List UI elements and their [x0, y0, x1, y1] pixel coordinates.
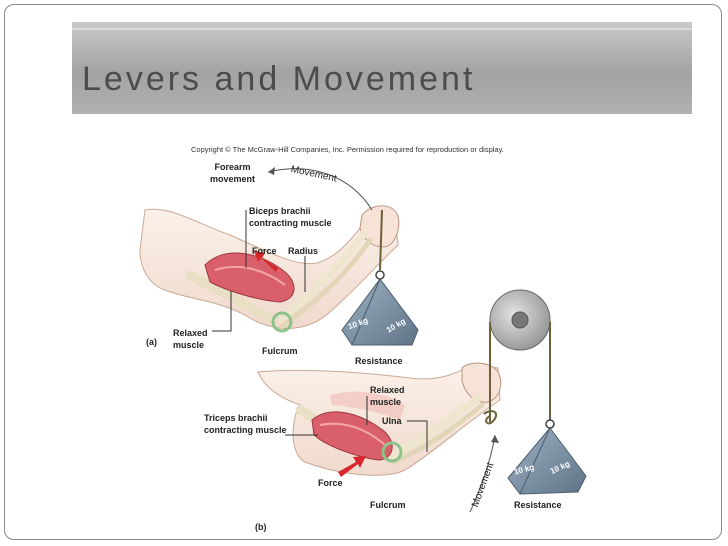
force-label-b: Force: [318, 478, 343, 488]
slide-title: Levers and Movement: [82, 60, 476, 98]
forearm-movement-label: Forearm movement: [210, 162, 256, 184]
panel-a-tag: (a): [146, 337, 157, 347]
panel-b-tag: (b): [255, 522, 267, 532]
leader-lines: [212, 210, 428, 452]
title-band: [72, 22, 692, 114]
radius-label: Radius: [288, 246, 319, 256]
triceps-label: Triceps brachii contracting muscle: [204, 413, 287, 435]
panel-a-arm: [139, 167, 419, 346]
panel-b-arm: [257, 289, 587, 513]
ulna-label: Ulna: [382, 416, 402, 426]
resistance-label-a: Resistance: [355, 356, 403, 366]
relaxed-muscle-label-a: Relaxed muscle: [173, 328, 208, 350]
fulcrum-label-a: Fulcrum: [262, 346, 298, 356]
biceps-label: Biceps brachii contracting muscle: [249, 206, 332, 228]
force-label-a: Force: [252, 246, 277, 256]
fulcrum-label-b: Fulcrum: [370, 500, 406, 510]
resistance-label-b: Resistance: [514, 500, 562, 510]
relaxed-muscle-label-b: Relaxed muscle: [370, 385, 405, 407]
copyright-notice: Copyright © The McGraw-Hill Companies, I…: [191, 145, 504, 154]
